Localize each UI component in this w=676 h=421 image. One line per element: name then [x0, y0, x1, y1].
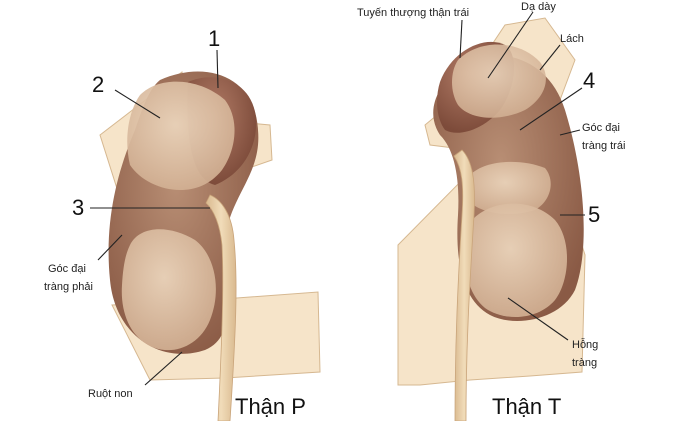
leader-small-intestine — [144, 351, 183, 386]
right-kidney-group — [99, 71, 321, 421]
right-hepatic-impression — [127, 81, 235, 190]
left-jejunal-impression — [464, 203, 568, 318]
label-adrenal: Tuyến thượng thận trái — [357, 7, 469, 19]
left-gastric-impression — [452, 44, 546, 118]
right-intestinal-impression — [121, 229, 216, 351]
leader-adrenal — [459, 19, 463, 59]
label-left-flexure-line1: Góc đại — [582, 122, 620, 134]
leader-jejunum — [507, 297, 569, 341]
marker-3: 3 — [72, 195, 84, 220]
label-spleen: Lách — [560, 33, 584, 45]
leader-2 — [114, 89, 161, 119]
caption-right-kidney: Thận P — [235, 394, 306, 419]
left-ureter — [453, 149, 475, 421]
leader-lines — [90, 11, 585, 386]
label-jejunum-line1: Hỗng — [572, 338, 598, 351]
marker-5: 5 — [588, 202, 600, 227]
right-ureter — [205, 194, 237, 421]
caption-left-kidney: Thận T — [492, 394, 561, 419]
label-right-flexure-line2: tràng phải — [44, 281, 93, 293]
marker-2: 2 — [92, 72, 104, 97]
leader-4 — [519, 87, 583, 131]
label-jejunum-line2: tràng — [572, 357, 597, 369]
leader-spleen — [539, 44, 561, 71]
label-left-flexure-line2: tràng trái — [582, 140, 625, 152]
left-kidney-group — [397, 17, 586, 421]
leader-right-flexure — [97, 234, 123, 261]
marker-4: 4 — [583, 68, 595, 93]
leader-1 — [216, 49, 219, 89]
label-stomach: Dạ dày — [521, 1, 556, 13]
left-middle-impression — [468, 161, 551, 215]
leader-stomach — [487, 11, 534, 79]
label-right-flexure-line1: Góc đại — [48, 263, 86, 275]
label-small-intestine: Ruột non — [88, 388, 133, 400]
leader-left-flexure — [559, 129, 581, 136]
marker-1: 1 — [208, 26, 220, 51]
